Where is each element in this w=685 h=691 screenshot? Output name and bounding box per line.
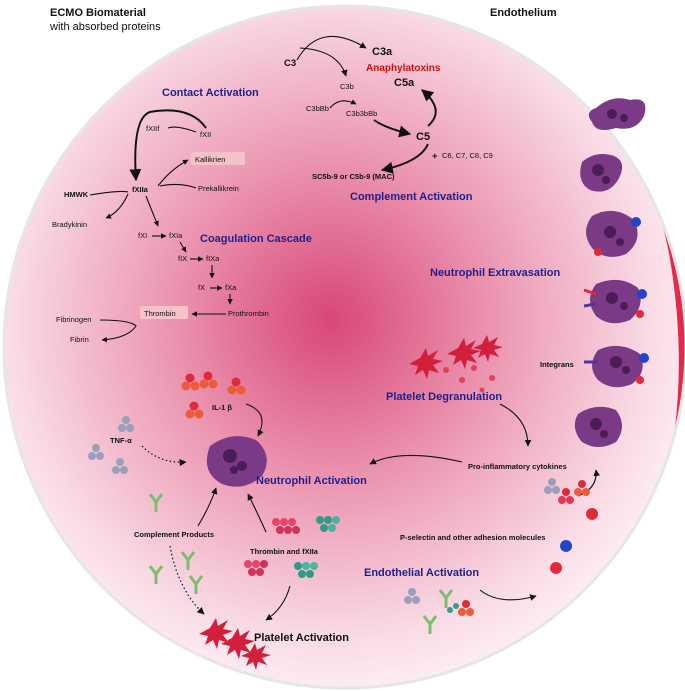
contact-activation-heading: Contact Activation <box>162 87 259 99</box>
coagulation-pathway: fXI fXIa Coagulation Cascade fIX fIXa fX… <box>56 195 312 344</box>
biomaterial-title: ECMO Biomaterial <box>50 7 146 19</box>
il1b-label: IL-1 β <box>212 403 232 412</box>
neutrophil-cell-icon <box>588 98 646 130</box>
complement-products-label: Complement Products <box>134 530 214 539</box>
complement-y-icon <box>438 589 454 608</box>
fixa-label: fIXa <box>206 254 220 263</box>
activated-platelet-icon <box>221 628 255 659</box>
adhesion-receptor-icon <box>586 508 599 520</box>
complement-y-icon <box>148 565 164 584</box>
neutrophil-activation: IL-1 β TNF-α Neutrophil Activation <box>88 371 367 487</box>
kallikrien-highlight <box>191 152 245 165</box>
thrombin-fxiia-label: Thrombin and fXIIa <box>250 547 319 556</box>
neutrophil-activation-heading: Neutrophil Activation <box>256 475 367 487</box>
platelet-activation-heading: Platelet Activation <box>254 632 349 644</box>
platelet-activation: Platelet Activation <box>199 618 349 670</box>
biomaterial-subtitle: with absorbed proteins <box>49 21 161 33</box>
p-selectin-label: P-selectin and other adhesion molecules <box>400 533 545 542</box>
mac-label: SC5b-9 or C5b-9 (MAC) <box>312 172 395 181</box>
c3a-label: C3a <box>372 46 393 58</box>
fibrin-label: Fibrin <box>70 335 89 344</box>
fibrinogen-label: Fibrinogen <box>56 315 91 324</box>
cytokine-cluster-icon <box>558 488 574 504</box>
thrombin-highlight <box>140 306 188 319</box>
neutrophil-cell-icon <box>206 436 267 487</box>
activated-platelet-icon <box>473 335 503 362</box>
complement-pathway: C3 C3a Anaphylatoxins C5a C3b C3bBb C3b3… <box>284 35 493 203</box>
fxi-label: fXI <box>138 231 147 240</box>
c3b3bbb-label: C3b3bBb <box>346 109 377 118</box>
neutrophil-cell-icon <box>574 406 622 447</box>
c5-label: C5 <box>416 131 430 143</box>
cytokine-cluster-icon <box>404 588 420 604</box>
activated-platelet-icon <box>447 338 481 369</box>
fxia-label: fXIa <box>169 231 183 240</box>
complement-y-icon <box>180 551 196 570</box>
kallikrien-label: Kallikrien <box>195 155 225 164</box>
endothelium-label: Endothelium <box>490 7 557 19</box>
pro-inflammatory-label: Pro-inflammatory cytokines <box>468 462 567 471</box>
adhesion-receptor-icon <box>560 540 573 552</box>
coagulation-cascade-heading: Coagulation Cascade <box>200 233 312 245</box>
c6-c9-label: C6, C7, C8, C9 <box>442 151 493 160</box>
neutrophil-extravasation: Neutrophil Extravasation Integrans <box>430 98 649 447</box>
tnfa-label: TNF-α <box>110 436 132 445</box>
c3-label: C3 <box>284 58 296 69</box>
lower-left-mediators: Complement Products Thrombin and fXIIa <box>134 487 340 621</box>
activated-platelet-icon <box>241 643 271 670</box>
c3bbb-label: C3bBb <box>306 104 329 113</box>
fxii-label: fXII <box>200 130 211 139</box>
endothelial-activation: Endothelial Activation <box>364 567 537 634</box>
cytokine-cluster-icon <box>574 480 590 496</box>
anaphylatoxins-label: Anaphylatoxins <box>366 63 441 74</box>
fx-label: fX <box>198 283 205 292</box>
fix-label: fIX <box>178 254 187 263</box>
thrombin-cluster-icon <box>447 603 459 613</box>
neutrophil-cell-icon <box>586 210 641 257</box>
cytokine-cluster-icon <box>199 371 218 389</box>
c3b-label: C3b <box>340 82 354 91</box>
hmwk-label: HMWK <box>64 190 89 199</box>
fxa-label: fXa <box>225 283 237 292</box>
integrans-label: Integrans <box>540 360 574 369</box>
cytokine-area: Pro-inflammatory cytokines P-selectin an… <box>369 454 600 574</box>
prothrombin-label: Prothrombin <box>228 309 269 318</box>
thrombin-label: Thrombin <box>144 309 176 318</box>
prekallikrein-label: Prekallikrein <box>198 184 239 193</box>
neutrophil-cell-icon <box>580 154 623 192</box>
endothelial-activation-heading: Endothelial Activation <box>364 567 479 579</box>
thrombin-cluster-icon <box>272 518 300 534</box>
cytokine-cluster-icon <box>181 373 200 391</box>
activated-platelet-icon <box>199 618 233 649</box>
cytokine-cluster-icon <box>227 377 246 395</box>
bradykinin-label: Bradykinin <box>52 220 87 229</box>
cytokine-cluster-icon <box>112 458 128 474</box>
thrombin-cluster-icon <box>294 562 318 578</box>
complement-activation-heading: Complement Activation <box>350 191 473 203</box>
blood-vessel <box>2 4 685 690</box>
cytokine-cluster-icon <box>88 444 104 460</box>
cytokine-cluster-icon <box>185 401 204 419</box>
neutrophil-extravasation-heading: Neutrophil Extravasation <box>430 267 560 279</box>
cytokine-cluster-icon <box>118 416 134 432</box>
complement-y-icon <box>422 615 438 634</box>
fxiia-label: fXIIa <box>132 185 149 194</box>
c5a-label: C5a <box>394 77 415 89</box>
fxiif-label: fXIIf <box>146 124 160 133</box>
complement-y-icon <box>148 493 164 512</box>
cytokine-cluster-icon <box>458 600 474 616</box>
adhesion-receptor-icon <box>550 562 563 574</box>
cytokine-cluster-icon <box>544 478 560 494</box>
neutrophil-cell-icon <box>584 345 649 388</box>
thrombin-cluster-icon <box>316 516 340 532</box>
complement-y-icon <box>188 575 204 594</box>
neutrophil-cell-icon <box>583 279 647 324</box>
plus-label: + <box>432 151 438 162</box>
platelet-degranulation: Platelet Degranulation <box>386 335 532 447</box>
platelet-degranulation-heading: Platelet Degranulation <box>386 391 502 403</box>
thrombin-cluster-icon <box>244 560 268 576</box>
contact-pathway: Contact Activation fXIIf fXII Kallikrien… <box>52 87 259 229</box>
activated-platelet-icon <box>409 348 443 379</box>
